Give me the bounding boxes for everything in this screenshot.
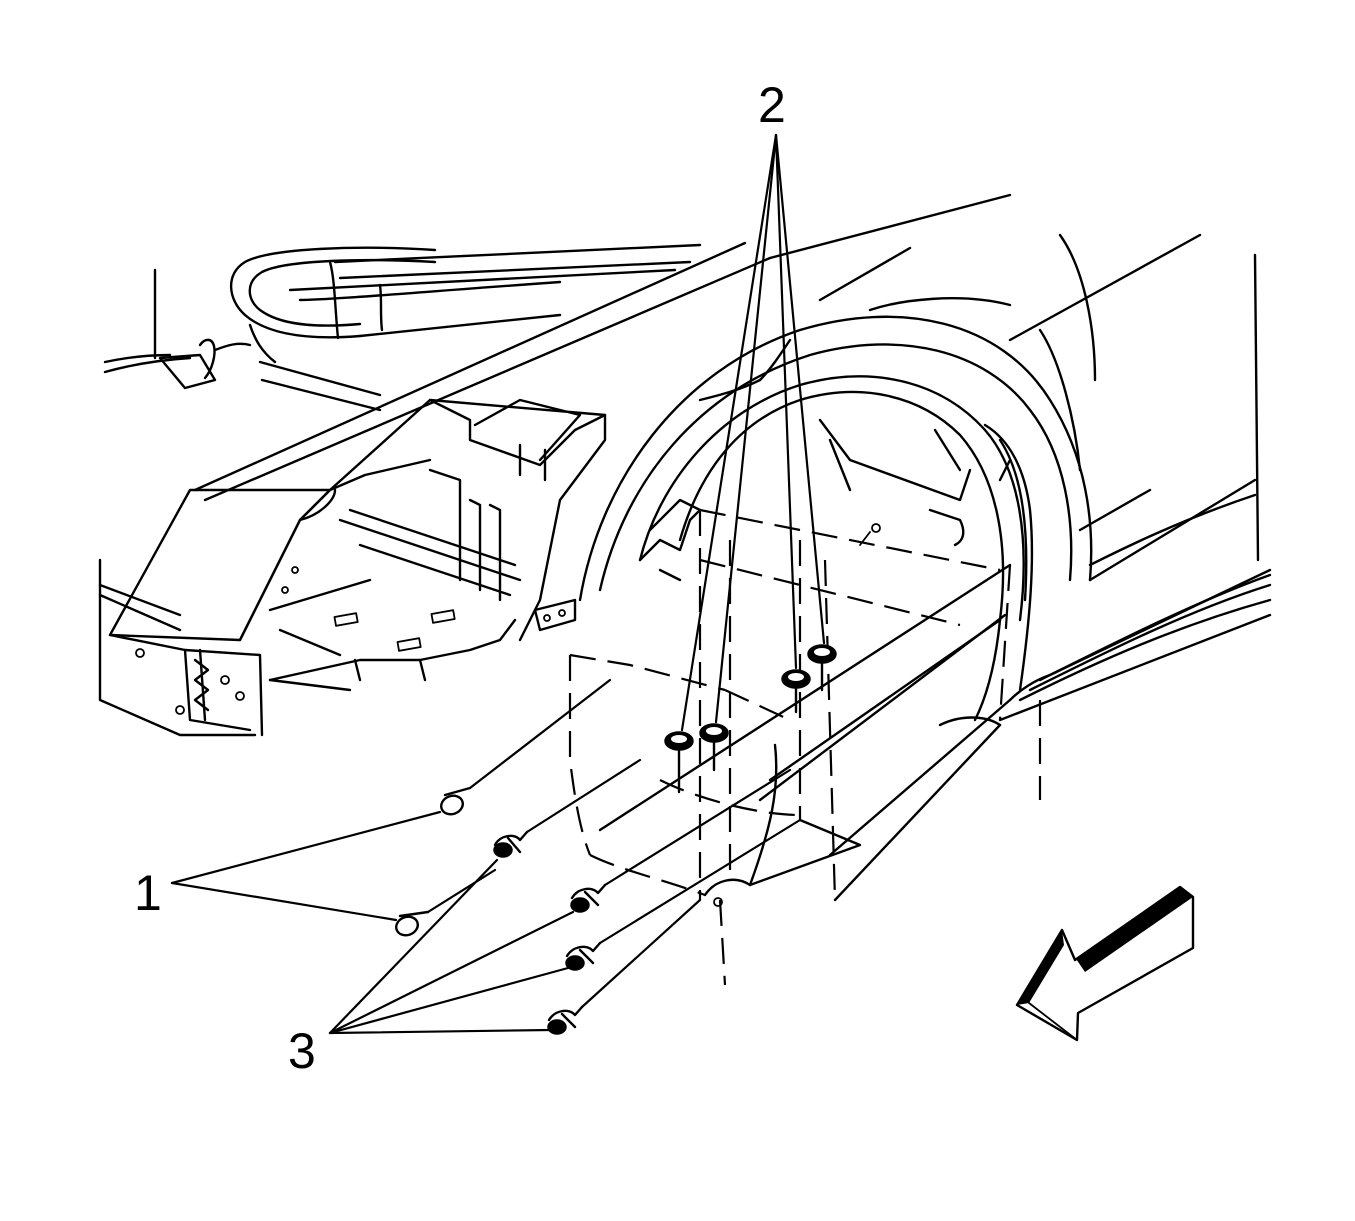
splash-shield-panel: [568, 508, 1042, 986]
wiring-harness: [103, 243, 702, 412]
push-pin-retainer: [440, 786, 472, 816]
quarter-panel: [998, 233, 1272, 722]
fasteners: [395, 644, 837, 1035]
leader-lines: [170, 133, 826, 1035]
callout-3: 3: [288, 1023, 316, 1079]
plastic-rivet: [807, 644, 837, 692]
push-in-retainer: [547, 1005, 584, 1035]
push-in-retainer: [570, 883, 607, 913]
front-direction-arrow-icon: [1015, 885, 1195, 1042]
fender-upper-edge: [193, 193, 1012, 502]
plastic-rivet: [699, 723, 729, 772]
push-in-retainer: [493, 830, 529, 858]
wheel-arch: [578, 315, 1093, 722]
plastic-rivet: [664, 731, 694, 794]
front-end-structure: [98, 458, 432, 737]
push-in-retainer: [565, 941, 602, 971]
callout-2: 2: [758, 77, 786, 133]
engine-compartment-panel: [268, 398, 607, 692]
callout-1: 1: [134, 865, 162, 921]
plastic-rivet: [781, 669, 811, 714]
push-pin-retainer: [395, 910, 430, 937]
vehicle-body-illustration: [98, 193, 1272, 737]
